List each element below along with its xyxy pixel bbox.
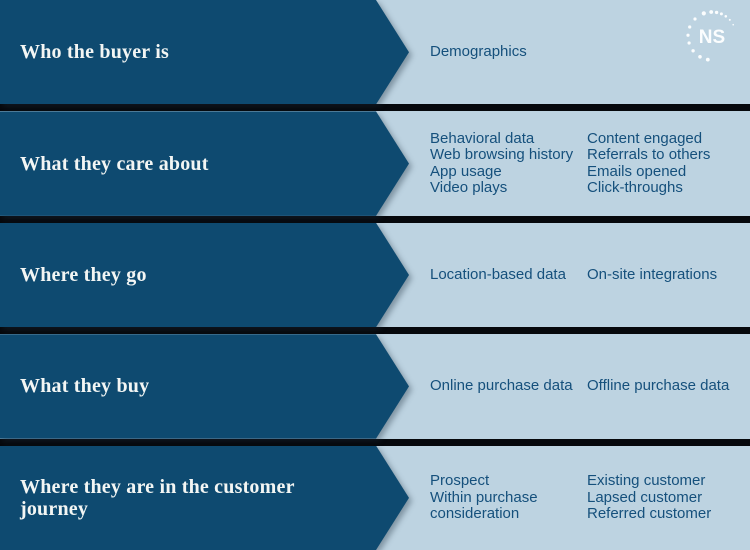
chevron-arrow: Where they go (0, 222, 409, 328)
data-column-2: Existing customer Lapsed customer Referr… (587, 473, 744, 523)
data-item: Video plays (430, 179, 508, 197)
data-columns: Location-based data On-site integrations (430, 223, 744, 327)
data-item: Offline purchase data (587, 377, 730, 395)
row-who-the-buyer-is: Who the buyer is Demographics (0, 0, 750, 105)
data-item: Referred customer (587, 505, 712, 523)
divider-bar (0, 104, 750, 112)
data-column-1: Online purchase data (430, 378, 587, 395)
data-column-2: Content engaged Referrals to others Emai… (587, 129, 744, 197)
data-columns: Online purchase data Offline purchase da… (430, 334, 744, 438)
data-item: Click-throughs (587, 179, 683, 197)
row-what-they-care-about: What they care about Behavioral data Web… (0, 111, 750, 216)
row-customer-journey: Where they are in the customer journey P… (0, 445, 750, 550)
data-item: Existing customer (587, 472, 706, 490)
data-item: Within purchase consideration (430, 488, 538, 523)
data-item: Emails opened (587, 162, 687, 180)
row-what-they-buy: What they buy Online purchase data Offli… (0, 334, 750, 439)
data-column-1: Location-based data (430, 265, 587, 284)
data-columns: Behavioral data Web browsing history App… (430, 111, 744, 215)
row-title: What they buy (20, 375, 150, 398)
chevron-arrow: Where they are in the customer journey (0, 445, 409, 550)
data-item: Referrals to others (587, 146, 711, 164)
ns-logo: NS (686, 10, 734, 62)
data-columns: Demographics (430, 0, 744, 104)
logo-text: NS (699, 27, 725, 48)
divider-bar (0, 215, 750, 223)
data-item: Web browsing history (430, 146, 574, 164)
data-item: Online purchase data (430, 377, 573, 395)
row-title: Where they are in the customer journey (20, 475, 295, 520)
data-column-1: Demographics (430, 42, 587, 61)
data-column-2: On-site integrations (587, 265, 744, 284)
row-title: Where they go (20, 264, 147, 287)
data-item: Lapsed customer (587, 488, 703, 506)
divider-bar (0, 438, 750, 446)
row-title: What they care about (20, 152, 209, 175)
data-item: Content engaged (587, 129, 703, 147)
chevron-arrow: What they care about (0, 111, 409, 216)
data-column-1: Prospect Within purchase consideration (430, 473, 587, 523)
data-column-2: Offline purchase data (587, 378, 744, 395)
dotted-circle-icon (686, 10, 734, 62)
data-item: Prospect (430, 472, 490, 490)
chevron-arrow: What they buy (0, 334, 409, 439)
chevron-arrow: Who the buyer is (0, 0, 409, 105)
data-item: App usage (430, 162, 502, 180)
row-where-they-go: Where they go Location-based data On-sit… (0, 222, 750, 328)
data-item: Behavioral data (430, 129, 535, 147)
data-columns: Prospect Within purchase consideration E… (430, 446, 744, 550)
divider-bar (0, 327, 750, 335)
row-title: Who the buyer is (20, 41, 169, 64)
data-item: On-site integrations (587, 265, 718, 283)
data-item: Demographics (430, 42, 527, 60)
data-item: Location-based data (430, 265, 566, 283)
data-column-1: Behavioral data Web browsing history App… (430, 129, 587, 197)
